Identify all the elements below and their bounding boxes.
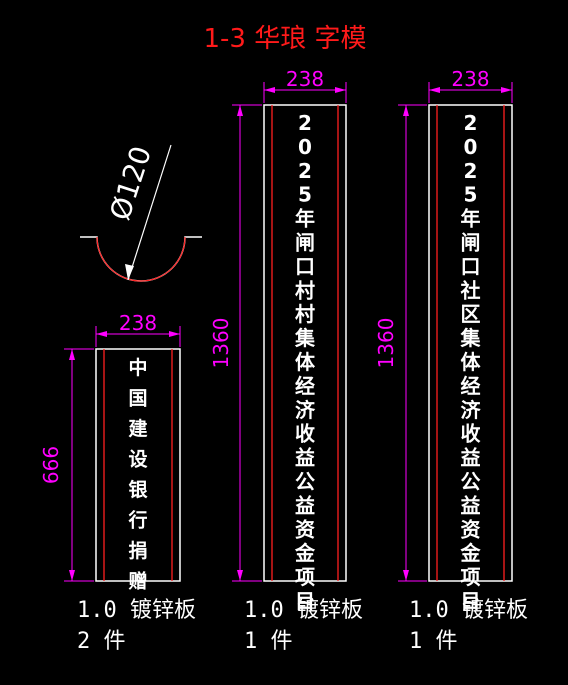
panel-char: 资	[295, 517, 315, 541]
panel-spec: 1.0 镀锌板	[409, 598, 528, 623]
panel-char: 0	[464, 135, 478, 159]
panel-char: 项	[295, 565, 315, 589]
panel-spec: 1.0 镀锌板	[244, 598, 363, 623]
panel-char: 目	[295, 589, 315, 613]
panel-char: 2	[298, 111, 312, 135]
panel-char: 建	[128, 417, 147, 440]
height-label: 666	[39, 446, 63, 484]
width-arrow-left	[96, 331, 107, 337]
panel-char: 中	[128, 356, 147, 379]
panel-char: 金	[294, 541, 316, 565]
width-arrow-left	[429, 87, 440, 93]
height-arrow-top	[69, 349, 75, 360]
width-label: 238	[451, 67, 489, 91]
panel-outline	[428, 104, 513, 582]
panel-char: 项	[461, 565, 481, 589]
pipe-section: Ø120	[80, 142, 202, 282]
panel-char: 5	[298, 183, 312, 207]
panel-char: 设	[128, 449, 147, 471]
panel-char: 口	[295, 254, 315, 278]
panel-char: 区	[461, 302, 481, 326]
panel-quantity: 1 件	[409, 629, 458, 654]
panel-outline	[95, 348, 181, 582]
height-label: 1360	[209, 318, 233, 369]
panel-char: 金	[460, 541, 482, 565]
panel-char: 2	[298, 159, 312, 183]
panel-char: 济	[461, 398, 482, 422]
panel-outline	[263, 104, 347, 582]
panel-char: 赠	[128, 570, 147, 593]
panel-char: 闸	[295, 231, 315, 255]
panel-char: 闸	[461, 231, 481, 255]
panel-char: 资	[461, 517, 481, 541]
panel-char: 口	[461, 254, 481, 278]
panel-char: 年	[295, 207, 315, 231]
diameter-leader	[127, 144, 172, 281]
panel-char: 村	[295, 302, 315, 326]
panel-char: 体	[295, 350, 316, 374]
panel-char: 2	[464, 159, 478, 183]
panel-quantity: 2 件	[77, 629, 126, 654]
height-arrow-top	[237, 105, 243, 116]
panel-char: 集	[460, 326, 482, 350]
width-arrow-left	[264, 87, 275, 93]
panel-char: 益	[295, 446, 315, 470]
panel-quantity: 1 件	[244, 629, 293, 654]
panel-char: 收	[295, 422, 315, 446]
drawing-title: 1-3 华琅 字模	[204, 24, 367, 54]
height-arrow-top	[403, 105, 409, 116]
panel-char: 集	[294, 326, 316, 350]
pipe-outline	[80, 236, 202, 282]
width-arrow-right	[335, 87, 346, 93]
panel-char: 公	[295, 470, 315, 494]
diameter-arrowhead	[125, 264, 134, 280]
height-arrow-bottom	[237, 570, 243, 581]
panel-char: 经	[295, 374, 315, 398]
panel-char: 5	[464, 183, 478, 207]
width-arrow-right	[501, 87, 512, 93]
panel-char: 年	[461, 207, 481, 231]
panel-char: 体	[461, 350, 482, 374]
panel-char: 益	[295, 493, 315, 517]
panel-char: 0	[298, 135, 312, 159]
height-arrow-bottom	[69, 570, 75, 581]
width-arrow-right	[169, 331, 180, 337]
panel-char: 村	[295, 278, 315, 302]
pipe-inner-arc	[96, 236, 186, 282]
height-arrow-bottom	[403, 570, 409, 581]
panel-char: 社	[460, 278, 481, 302]
panel-char: 2	[464, 111, 478, 135]
width-label: 238	[119, 311, 157, 335]
panel-char: 经	[461, 374, 481, 398]
panel-char: 银	[128, 478, 148, 501]
panel-char: 目	[461, 589, 481, 613]
panel-char: 济	[295, 398, 316, 422]
width-label: 238	[286, 67, 324, 91]
panel-char: 益	[461, 446, 481, 470]
panel-char: 行	[127, 509, 147, 532]
panel-spec: 1.0 镀锌板	[77, 598, 196, 623]
panel-char: 捐	[128, 540, 147, 562]
panel-char: 收	[461, 422, 481, 446]
panel-char: 公	[461, 470, 481, 494]
height-label: 1360	[374, 318, 398, 369]
panel-char: 国	[128, 388, 147, 410]
panel-char: 益	[461, 493, 481, 517]
